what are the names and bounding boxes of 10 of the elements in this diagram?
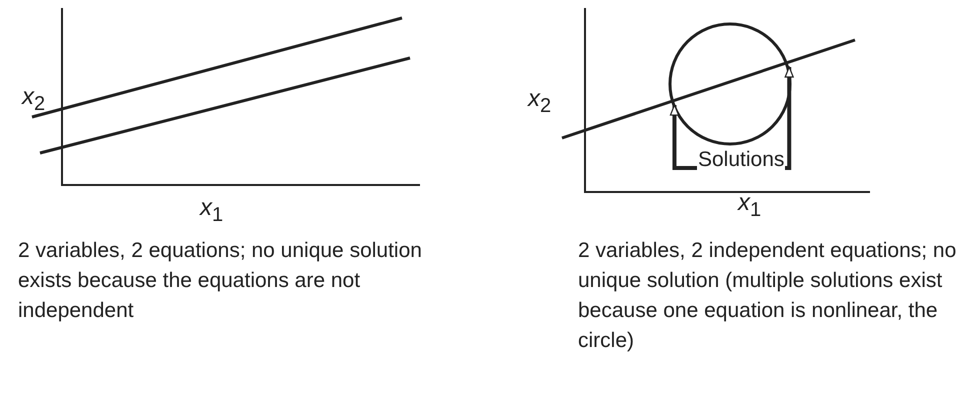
annotation-label: Solutions	[698, 150, 784, 170]
axis-label: x$_{2}$	[22, 84, 46, 117]
circle-curve	[668, 22, 792, 146]
axis-label: x$_{1}$	[738, 190, 762, 223]
caption-text: 2 variables, 2 independent equations; no unique solution (multiple solutions exist because one equation is nonlinear, the circle)	[578, 238, 957, 354]
axis-label: x$_{2}$	[528, 86, 552, 119]
leader-arrow	[670, 104, 697, 170]
leader-arrow	[784, 66, 794, 170]
axis-label: x$_{1}$	[200, 195, 224, 228]
caption-text: 2 variables, 2 equations; no unique solution exists because the equations are not independent	[18, 238, 423, 324]
